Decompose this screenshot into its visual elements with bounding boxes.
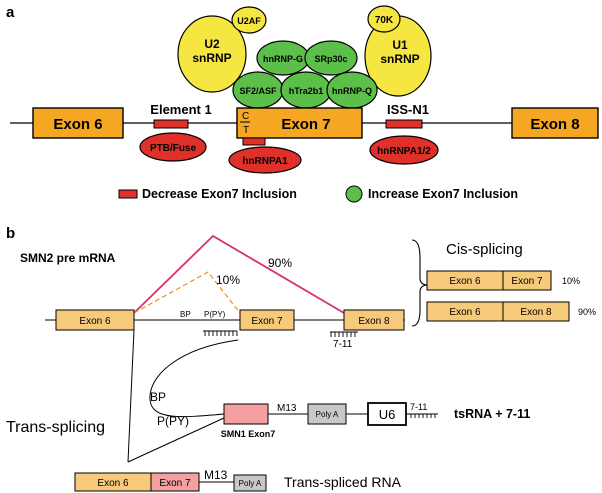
trans-incoming-rna [149, 339, 239, 418]
legend-decrease-label: Decrease Exon7 Inclusion [142, 187, 297, 201]
trans-title: Trans-splicing [6, 419, 105, 436]
exon8-box [511, 107, 599, 139]
spliced-polya-label: Poly A [239, 479, 262, 488]
trans-line-to-exon7 [127, 417, 225, 463]
exon7-box [236, 107, 363, 139]
trans-ppy-label: P(PY) [157, 414, 189, 428]
exon7-t-mark: T [243, 125, 249, 136]
exon6-box [32, 107, 124, 139]
b-exon8-box [343, 309, 405, 331]
ptb-fuse [139, 132, 207, 162]
b-exon7-box [239, 309, 295, 331]
cis-p2-pct: 90% [578, 307, 596, 317]
spliced-m13-label: M13 [204, 468, 228, 482]
legend-decrease-swatch [118, 189, 138, 199]
hnrnp-q-label: hnRNP-Q [332, 86, 372, 96]
cis-p1-exon6-label: Exon 6 [449, 276, 481, 287]
u1-snrnp-label-line1: U1 [392, 38, 408, 52]
trans-polya-label: Poly A [316, 410, 339, 419]
cis-10-pct: 10% [216, 273, 240, 287]
exon6-label: Exon 6 [53, 116, 102, 133]
b-exon6-box [55, 309, 135, 331]
b-exon8-label: Exon 8 [358, 316, 390, 327]
cis-90-line [133, 234, 345, 314]
htra2b1-label: hTra2b1 [289, 86, 324, 96]
cis-p2-exon8-label: Exon 8 [520, 307, 552, 318]
cis-p1-exon7 [502, 270, 552, 291]
trans-bp-label: BP [150, 390, 166, 404]
u6-tail-ticks [410, 414, 436, 418]
spliced-exon6-label: Exon 6 [97, 478, 129, 489]
spliced-exon7-label: Exon 7 [159, 478, 191, 489]
u2af [231, 6, 267, 34]
panel-b-label: b [6, 225, 15, 242]
exon7-c-mark: C [242, 111, 249, 122]
ppy-ticks [204, 331, 238, 336]
cis-p2-exon6-label: Exon 6 [449, 307, 481, 318]
trans-m13-label: M13 [277, 403, 297, 414]
srp30c-label: SRp30c [314, 54, 347, 64]
spliced-polya [233, 474, 267, 492]
u1-snrnp-label-line2: snRNP [380, 52, 419, 66]
panel-a-label: a [6, 4, 15, 21]
bp-top-label: BP [180, 310, 191, 319]
spliced-rna-label: Trans-spliced RNA [284, 474, 402, 490]
u6-label: U6 [379, 407, 396, 422]
iss-n1-label: ISS-N1 [387, 102, 429, 117]
cis-bracket [411, 239, 429, 327]
legend-increase-label: Increase Exon7 Inclusion [368, 187, 518, 201]
hnrnpa1-label: hnRNPA1 [242, 156, 288, 167]
cis-p2-exon8 [502, 301, 570, 322]
exon8-label: Exon 8 [530, 116, 579, 133]
iss-range-label: 7-11 [333, 339, 353, 350]
u2af-label: U2AF [237, 16, 261, 26]
srp30c [304, 40, 358, 76]
b-exon7-label: Exon 7 [251, 316, 283, 327]
element1-label: Element 1 [150, 102, 211, 117]
iss-n1-bar [385, 119, 423, 129]
ppy-top-label: P(PY) [204, 310, 226, 319]
iss-ticks [330, 332, 356, 337]
u1-70k [367, 5, 401, 33]
cis-90-pct: 90% [268, 256, 292, 270]
legend-increase-swatch [345, 185, 363, 203]
u2-snrnp-label-line2: snRNP [192, 51, 231, 65]
b-exon6-label: Exon 6 [79, 316, 111, 327]
cis-p1-exon7-label: Exon 7 [511, 276, 543, 287]
smn2-title: SMN2 pre mRNA [20, 251, 116, 265]
smn1-exon7-label: SMN1 Exon7 [221, 429, 276, 439]
tsrna-label: tsRNA + 7-11 [454, 407, 530, 421]
hnrnpa1-2-label: hnRNPA1/2 [377, 146, 431, 157]
exon7-inhibitor-bar [242, 137, 266, 146]
sf2-asf-label: SF2/ASF [239, 86, 277, 96]
ptb-fuse-label: PTB/Fuse [150, 143, 197, 154]
hnrnp-g-label: hnRNP-G [263, 54, 303, 64]
cis-10-line [133, 271, 241, 314]
element1-bar [153, 119, 189, 129]
smn1-exon7-box [223, 403, 269, 425]
hnrnpa1 [228, 146, 302, 174]
u1-70k-label: 70K [375, 15, 394, 26]
hnrnpa1-2 [369, 135, 439, 165]
exon7-label: Exon 7 [281, 116, 330, 133]
u2-snrnp-label-line1: U2 [204, 37, 220, 51]
u2-snrnp [177, 15, 247, 93]
cis-title: Cis-splicing [446, 241, 523, 258]
cis-p1-pct: 10% [562, 276, 580, 286]
trans-line-from-exon6 [127, 329, 135, 463]
u6-tail-range: 7-11 [410, 402, 427, 412]
